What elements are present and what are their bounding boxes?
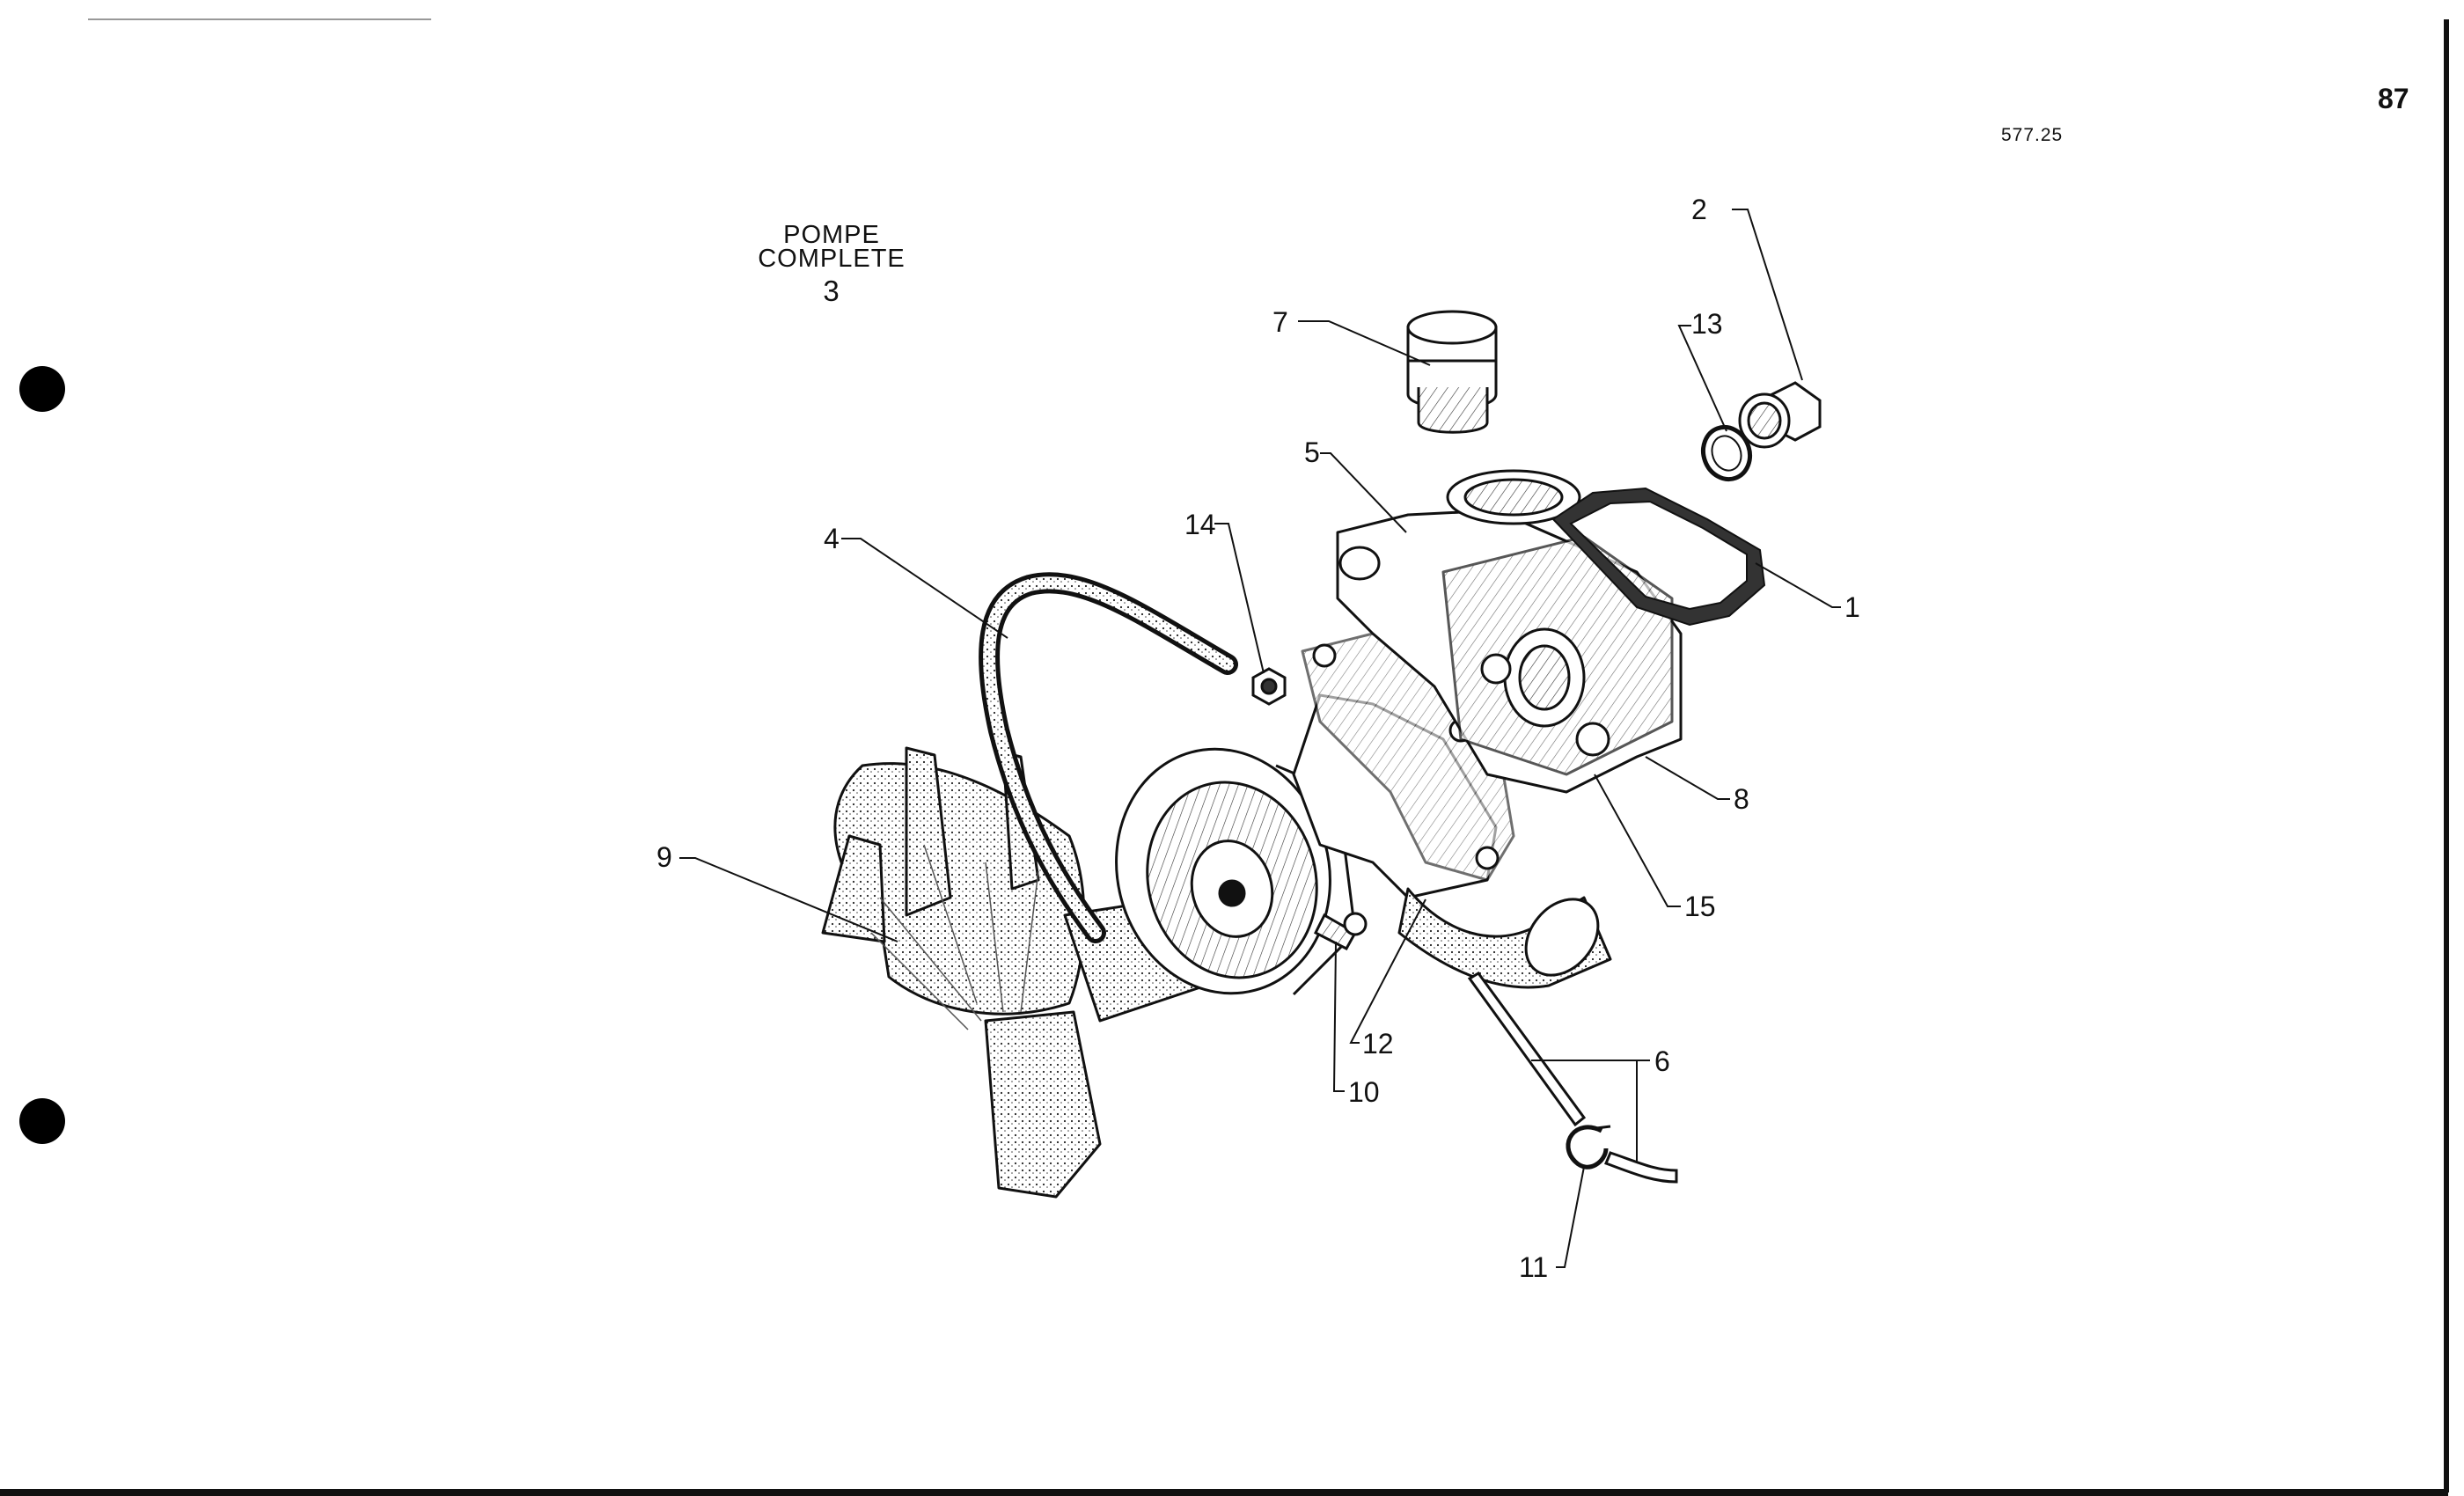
callout-9: 9 xyxy=(656,841,672,873)
binder-hole-icon xyxy=(19,366,65,412)
callout-2: 2 xyxy=(1691,194,1707,225)
page-frame xyxy=(0,18,2449,1496)
callout-8: 7 xyxy=(1272,306,1288,338)
assembly-title: POMPE COMPLETE 3 xyxy=(730,221,933,307)
page-number: 87 xyxy=(2378,83,2409,114)
callout-14: 14 xyxy=(1184,509,1216,540)
hose-clip-icon xyxy=(1566,1125,1611,1170)
assembly-title-line2: COMPLETE xyxy=(758,245,906,273)
thermostat-housing-icon xyxy=(1406,310,1498,434)
callout-13: 13 xyxy=(1691,308,1723,340)
assembly-number: 3 xyxy=(823,275,840,307)
drain-plug-icon xyxy=(1738,381,1822,449)
binder-hole-icon xyxy=(19,1098,65,1144)
hose-icon xyxy=(1467,972,1678,1184)
screw-icon xyxy=(1313,912,1368,950)
washer-icon xyxy=(1701,424,1752,482)
callout-11: 12 xyxy=(1362,1028,1394,1060)
nut-icon xyxy=(1251,667,1287,706)
assembly-title-line1: POMPE xyxy=(783,221,880,249)
callout-6: 6 xyxy=(1654,1045,1670,1077)
callout-5: 5 xyxy=(1304,436,1320,468)
callout-7: 8 xyxy=(1734,783,1749,815)
fan-belt-icon xyxy=(979,572,1238,943)
reference-code: 577.25 xyxy=(2001,125,2064,145)
callout-4: 4 xyxy=(824,523,840,554)
callout-12: 11 xyxy=(1519,1251,1549,1283)
callout-15: 15 xyxy=(1684,891,1716,922)
leader-lines xyxy=(679,209,1841,1268)
pump-housing-icon xyxy=(1336,469,1683,794)
callout-1: 1 xyxy=(1844,591,1860,623)
pulley-icon xyxy=(1115,747,1357,996)
callout-10: 10 xyxy=(1348,1076,1380,1108)
